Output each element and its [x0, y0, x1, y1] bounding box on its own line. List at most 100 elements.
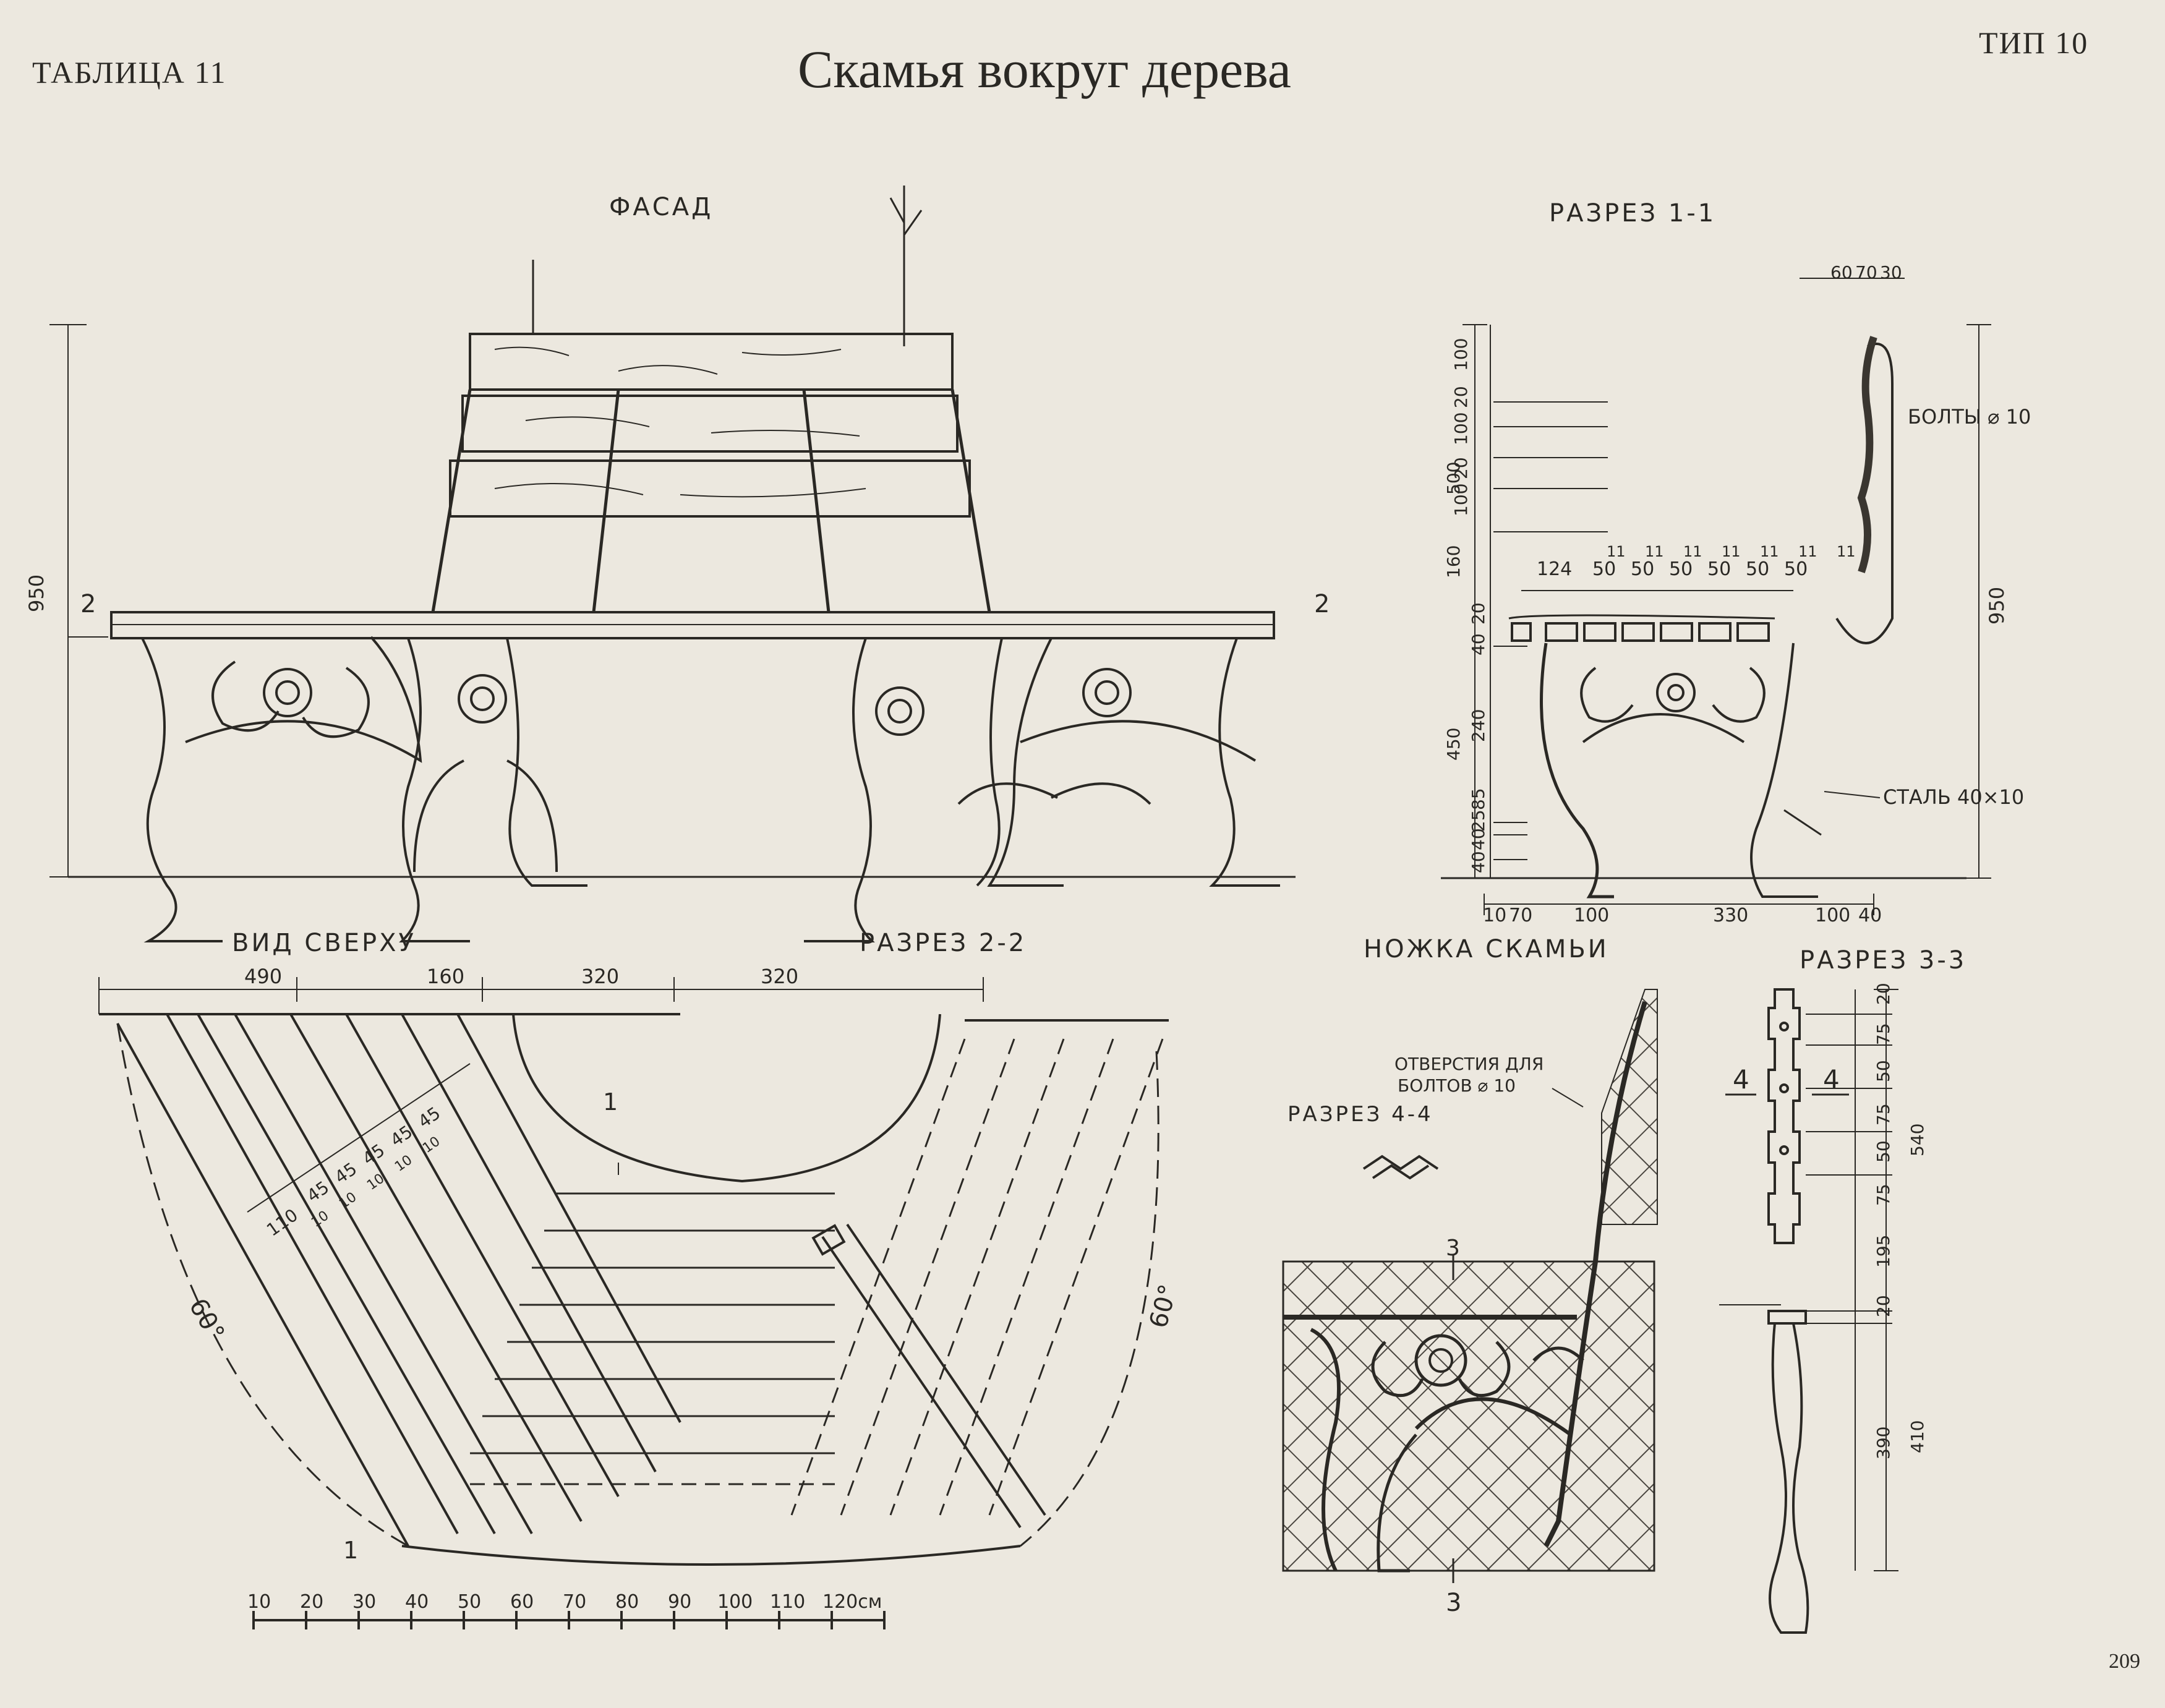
top-inner-10b: 10	[336, 1189, 359, 1212]
s11-back-dim-1: 100	[1451, 338, 1471, 371]
section-2-2-title: РАЗРЕЗ 2-2	[860, 929, 1027, 957]
back-plank-2	[461, 395, 959, 453]
section-4-4-title: РАЗРЕЗ 4-4	[1287, 1102, 1433, 1127]
s11-top-dim-3: 30	[1880, 262, 1902, 283]
page-title: Скамья вокруг дерева	[798, 40, 1291, 99]
top-inner-45d: 45	[386, 1121, 416, 1150]
section-3-3-drawing	[1719, 988, 1898, 1634]
s11-back-dim-2: 20	[1451, 386, 1471, 408]
scale-70: 70	[563, 1591, 586, 1613]
s11-gap-6: 11	[1798, 543, 1817, 560]
top-view-cut-mark-1b: 1	[343, 1537, 358, 1564]
s11-top-dim-1: 60	[1830, 262, 1853, 283]
top-view-title: ВИД СВЕРХУ	[232, 929, 416, 957]
s11-bottom-330: 330	[1713, 905, 1748, 926]
s11-bottom-dims: 10 70 100 330 100 40	[1483, 905, 1882, 926]
bolt-holes-label-2: БОЛТОВ ⌀ 10	[1398, 1075, 1516, 1096]
bolt-holes-label-1: ОТВЕРСТИЯ ДЛЯ	[1394, 1054, 1544, 1074]
scale-110: 110	[770, 1591, 805, 1613]
scale-bar	[252, 1611, 886, 1629]
s33-dim-50a: 50	[1873, 1060, 1894, 1082]
s33-cut-mark-4-right: 4	[1823, 1064, 1840, 1095]
s33-dim-50b: 50	[1873, 1140, 1894, 1163]
facade-cut-mark-right: 2	[1314, 590, 1330, 618]
top-dim-320b: 320	[761, 965, 798, 988]
s33-dim-540: 540	[1907, 1124, 1928, 1156]
facade-title: ФАСАД	[609, 193, 714, 221]
s11-left-vertical-dims: 100 20 100 20 100 500 160 450 20 40 240 …	[1443, 338, 1488, 873]
top-inner-45b: 45	[331, 1158, 361, 1187]
facade-cut-mark-left: 2	[80, 590, 96, 618]
s11-gap-5: 11	[1760, 543, 1779, 560]
top-inner-110: 110	[263, 1205, 302, 1240]
scale-10: 10	[247, 1591, 271, 1613]
s33-dim-390: 390	[1873, 1427, 1894, 1459]
s11-seat-top-50d: 50	[1707, 558, 1731, 580]
s11-seat-dim-85: 85	[1468, 788, 1488, 810]
back-plank-1	[469, 333, 954, 391]
s11-left-dim-160: 160	[1443, 545, 1464, 578]
facade-height-dim: 950	[25, 574, 48, 612]
top-inner-10c: 10	[364, 1171, 387, 1193]
s11-left-dim-500: 500	[1443, 462, 1464, 495]
s11-bottom-10: 10	[1483, 905, 1506, 926]
top-view-dims: 490 160 320 320	[244, 965, 798, 988]
facade-drawing	[49, 186, 1296, 942]
s11-seat-top-50e: 50	[1746, 558, 1769, 580]
scale-80: 80	[615, 1591, 639, 1613]
s11-seat-top-50b: 50	[1631, 558, 1654, 580]
angle-60-right: 60°	[1144, 1281, 1183, 1331]
top-dim-160: 160	[427, 965, 464, 988]
s11-seat-dim-40b: 40	[1468, 828, 1488, 850]
s11-gap-2: 11	[1645, 543, 1664, 560]
s33-dim-75a: 75	[1873, 1023, 1894, 1045]
s11-seat-gaps: 11 11 11 11 11 11 11	[1607, 543, 1856, 560]
top-dim-490: 490	[244, 965, 282, 988]
scale-90: 90	[668, 1591, 691, 1613]
scale-labels: 10 20 30 40 50 60 70 80 90 100 110 120см	[247, 1591, 882, 1613]
s33-dim-20b: 20	[1873, 1295, 1894, 1317]
s11-back-dim-3: 100	[1451, 412, 1471, 445]
facade-leg-center	[399, 638, 587, 942]
s11-back-dim-5: 100	[1451, 484, 1471, 516]
section-1-1-drawing	[1441, 278, 1991, 915]
s11-seat-top-124: 124	[1537, 558, 1572, 580]
type-label: ТИП 10	[1979, 25, 2089, 60]
cut-mark-3-top: 3	[1446, 1236, 1460, 1261]
scale-60: 60	[510, 1591, 534, 1613]
scale-50: 50	[458, 1591, 481, 1613]
top-inner-45c: 45	[359, 1140, 388, 1169]
top-inner-45a: 45	[303, 1177, 333, 1206]
s11-seat-top-dims: 124 50 50 50 50 50 50	[1537, 558, 1808, 580]
steel-label: СТАЛЬ 40×10	[1883, 785, 2024, 809]
s11-back-dim-4: 20	[1451, 457, 1471, 479]
s33-dim-195: 195	[1873, 1235, 1894, 1268]
section-1-1-title: РАЗРЕЗ 1-1	[1549, 199, 1717, 228]
s33-dim-410: 410	[1907, 1420, 1928, 1453]
s11-bottom-40: 40	[1858, 905, 1882, 926]
back-plank-3	[449, 459, 971, 518]
s33-dims: 20 75 50 75 50 75 195 20 540 410 390	[1873, 983, 1928, 1459]
top-inner-10a: 10	[309, 1208, 331, 1231]
s11-bottom-100: 100	[1574, 905, 1609, 926]
cut-mark-3-bottom: 3	[1446, 1589, 1461, 1617]
table-label: ТАБЛИЦА 11	[32, 55, 227, 90]
bench-leg-title: НОЖКА СКАМЬИ	[1364, 935, 1609, 963]
s11-bottom-100b: 100	[1815, 905, 1850, 926]
s11-seat-dim-40c: 40	[1468, 851, 1488, 873]
s11-gap-4: 11	[1722, 543, 1741, 560]
s33-dim-75b: 75	[1873, 1103, 1894, 1125]
s33-dim-20: 20	[1873, 983, 1894, 1005]
section-3-3-title: РАЗРЕЗ 3-3	[1800, 946, 1967, 975]
s11-seat-top-50a: 50	[1592, 558, 1616, 580]
facade-leg-left	[141, 636, 422, 942]
s11-left-dim-450: 450	[1443, 728, 1464, 761]
s11-seat-top-50c: 50	[1669, 558, 1693, 580]
s11-seat-dim-20: 20	[1468, 602, 1488, 625]
s11-bottom-70: 70	[1509, 905, 1532, 926]
top-view-cut-mark-1: 1	[603, 1088, 618, 1116]
scale-120: 120см	[822, 1591, 882, 1613]
facade-leg-right	[804, 638, 1280, 942]
